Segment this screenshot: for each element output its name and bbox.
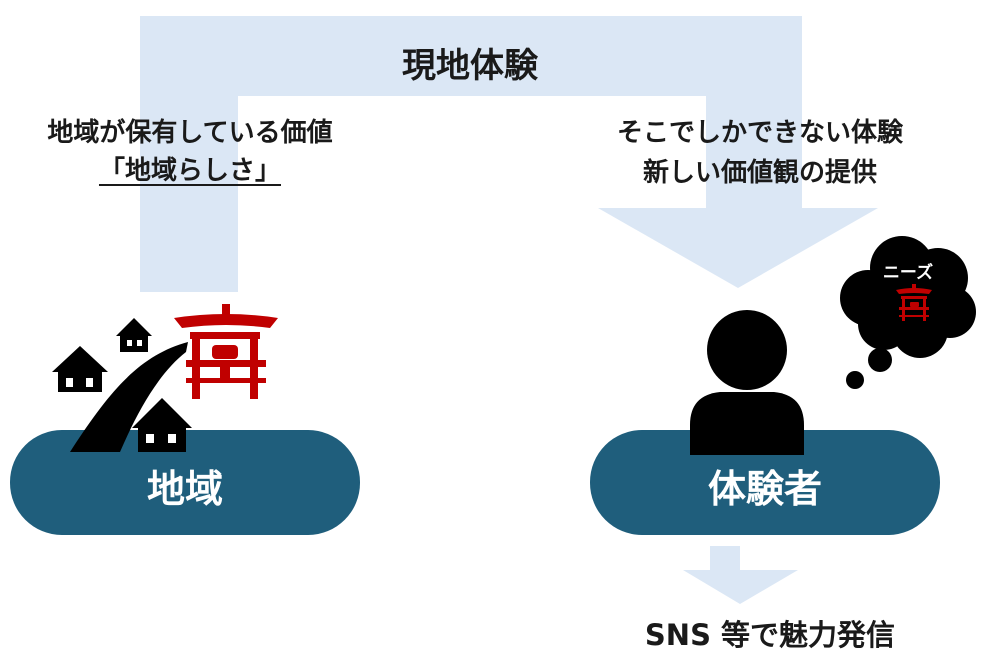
visitor-node bbox=[590, 430, 940, 535]
person-icon bbox=[690, 310, 804, 455]
sns-promotion-text: SNS 等で魅力発信 bbox=[644, 618, 896, 652]
region-identity-text: 「地域らしさ」 bbox=[98, 156, 281, 186]
flow-title: 現地体験 bbox=[402, 46, 538, 86]
unique-experience-text: そこでしかできない体験 bbox=[616, 118, 903, 148]
new-values-text: 新しい価値観の提供 bbox=[642, 158, 877, 188]
sns-arrow bbox=[683, 546, 798, 604]
region-node-label: 地域 bbox=[146, 467, 223, 511]
house-icon bbox=[52, 318, 192, 452]
visitor-node-label: 体験者 bbox=[707, 467, 822, 511]
torii-gate-icon bbox=[174, 304, 278, 399]
road-icon bbox=[70, 342, 188, 452]
needs-label: ニーズ bbox=[882, 263, 934, 283]
flow-arrow bbox=[140, 16, 878, 292]
region-node bbox=[10, 430, 360, 535]
region-value-text: 地域が保有している価値 bbox=[47, 118, 333, 148]
thought-cloud-icon bbox=[840, 236, 976, 389]
small-gate-icon bbox=[896, 284, 932, 321]
